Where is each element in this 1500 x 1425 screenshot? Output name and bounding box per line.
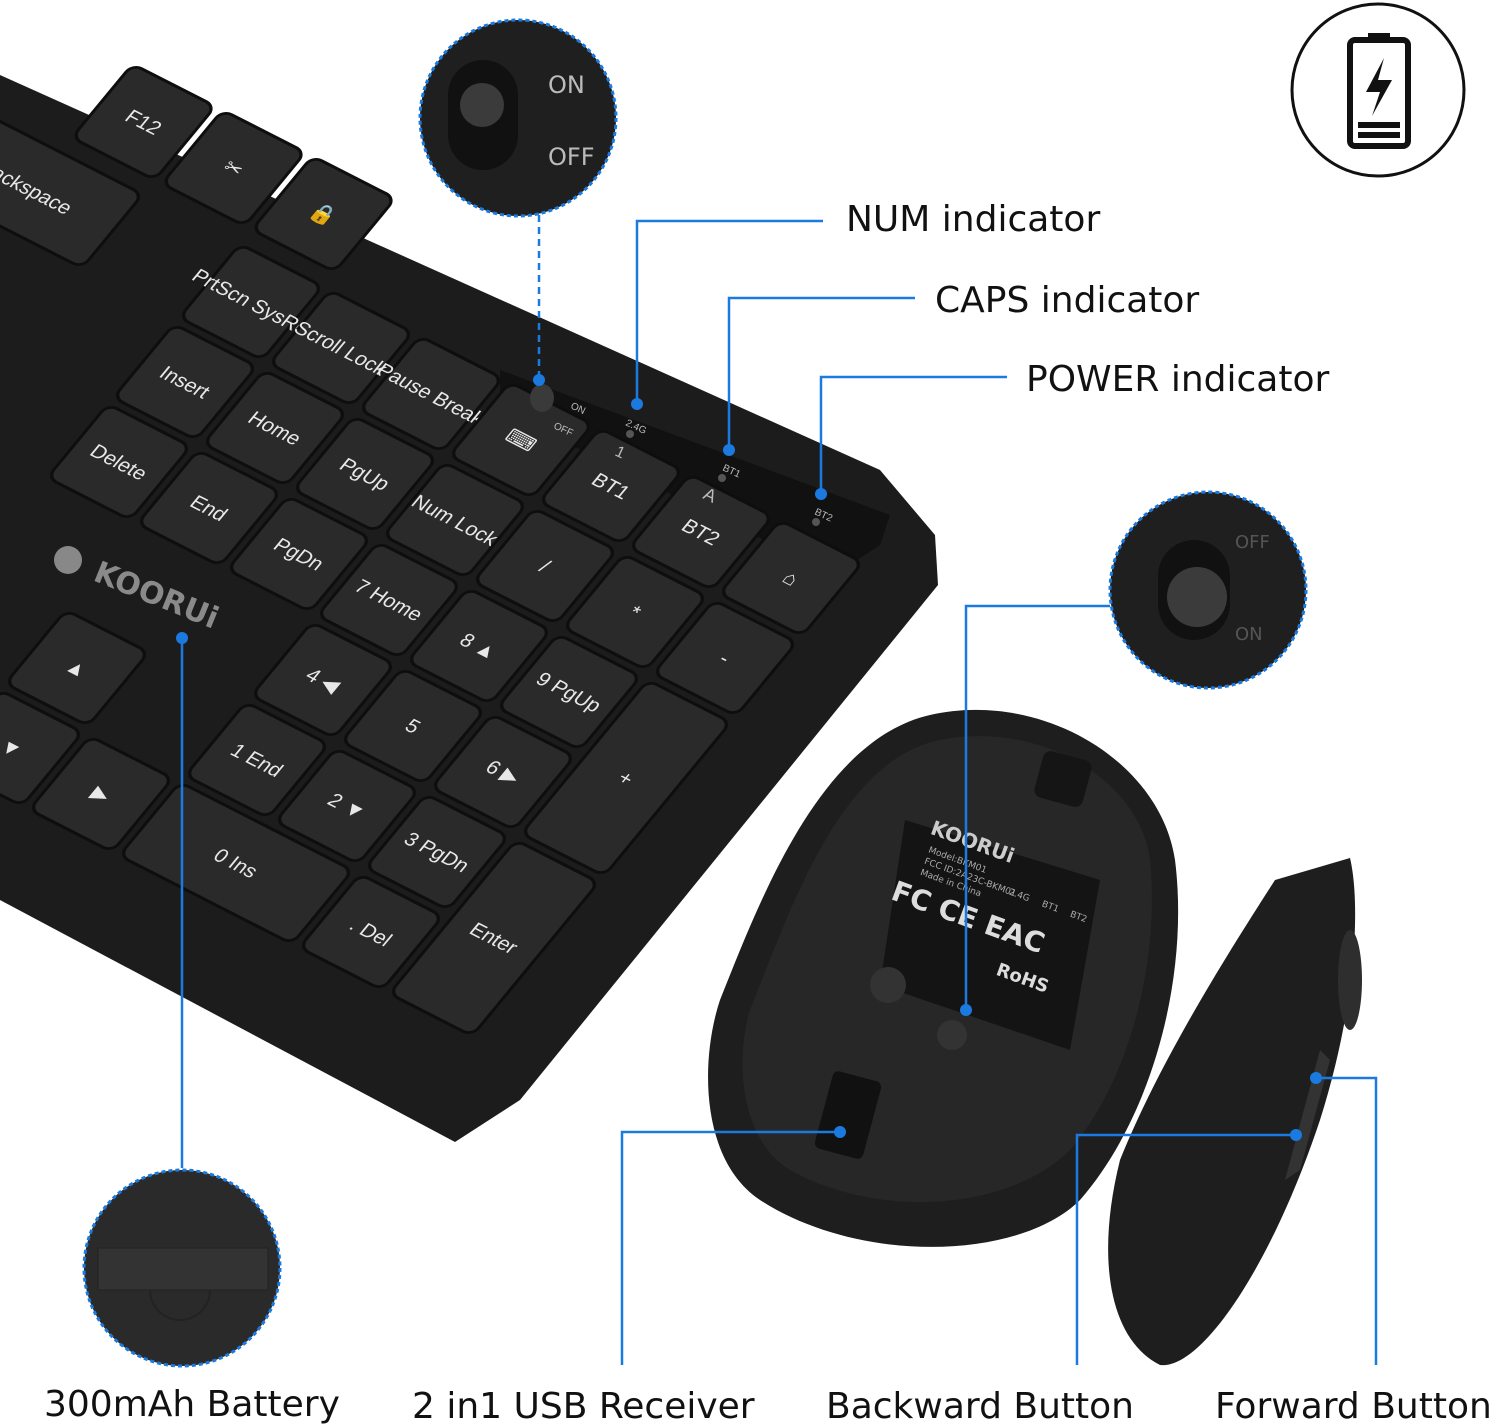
keyboard-key: 7 Home <box>320 544 458 656</box>
key-cap <box>206 372 344 484</box>
indicator-strip <box>500 370 890 575</box>
keyboard-key: Scroll Lock <box>272 292 410 404</box>
battery-charging-icon <box>1290 2 1466 178</box>
battery-label: 300mAh Battery <box>44 1384 340 1425</box>
key-cap <box>410 590 548 702</box>
keyboard-key: 9 PgUp <box>500 636 638 748</box>
keyboard-key: F12 <box>74 66 213 178</box>
key-cap <box>302 876 440 988</box>
keyboard-key: + <box>524 682 728 874</box>
keyboard-key: Pause Break <box>362 338 500 450</box>
key-cap <box>362 338 500 450</box>
mouse-switch-off-label: OFF <box>1235 532 1270 553</box>
key-cap <box>182 246 320 358</box>
keyboard-key: ▼ <box>0 692 80 804</box>
mouse-sensor <box>870 967 906 1003</box>
keyboard-key: 3 PgDn <box>368 796 506 908</box>
forward-button-label: Forward Button <box>1215 1386 1492 1425</box>
keyboard-key: Home <box>206 372 344 484</box>
key-cap <box>368 796 506 908</box>
keyboard-key: PgUp <box>296 418 434 530</box>
callout-dots <box>176 374 1322 1141</box>
key-cap <box>254 158 393 270</box>
keyboard-key: ▶ <box>32 738 170 850</box>
key-cap <box>0 692 80 804</box>
usb-receiver-slot <box>814 1071 882 1159</box>
key-cap <box>278 750 416 862</box>
key-cap <box>32 738 170 850</box>
backward-button-label: Backward Button <box>826 1386 1134 1425</box>
battery-zoom <box>82 1168 282 1368</box>
switch-on-label: ON <box>548 71 585 99</box>
keyboard-key: Delete <box>50 406 188 518</box>
keyboard-key: End <box>140 452 278 564</box>
keyboard-key: Enter <box>392 842 596 1034</box>
keyboard-key: BT2 <box>632 476 770 588</box>
keyboard-key: 🔒 <box>254 158 393 270</box>
mouse-switch-zoom: OFF ON <box>1108 490 1308 690</box>
key-cap <box>50 406 188 518</box>
key-cap <box>0 108 140 266</box>
keyboard-power-switch <box>530 384 554 412</box>
keyboard-key: 5 <box>344 670 482 782</box>
key-cap <box>656 602 794 714</box>
key-cap <box>722 522 860 634</box>
keyboard-key: BT1 <box>542 430 680 542</box>
key-cap <box>542 430 680 542</box>
keyboard-key: Backspace <box>0 108 140 266</box>
key-cap <box>122 784 350 942</box>
keyboard-key: Num Lock <box>386 464 524 576</box>
key-cap <box>272 292 410 404</box>
key-cap <box>386 464 524 576</box>
mouse-power-switch <box>937 1020 967 1050</box>
key-cap <box>566 556 704 668</box>
key-cap <box>188 704 326 816</box>
key-cap <box>164 112 303 224</box>
caps-indicator-label: CAPS indicator <box>935 280 1199 321</box>
keyboard-key: ⌂ <box>722 522 860 634</box>
keyboard-key: 0 Ins <box>122 784 350 942</box>
keyboard-key: 4 ◀ <box>254 624 392 736</box>
key-cap <box>320 544 458 656</box>
key-cap <box>632 476 770 588</box>
mouse-bottom-view: KOORUi Model:BKM01 FCC ID:2A23C-BKM01 Ma… <box>708 709 1179 1247</box>
scroll-wheel <box>1338 930 1362 1030</box>
keyboard-key: ✂ <box>164 112 303 224</box>
key-cap <box>524 682 728 874</box>
key-cap <box>344 670 482 782</box>
power-indicator-label: POWER indicator <box>1026 359 1330 400</box>
key-cap <box>296 418 434 530</box>
key-cap <box>434 716 572 828</box>
key-cap <box>392 842 596 1034</box>
switch-off-label: OFF <box>548 143 595 171</box>
num-indicator-label: NUM indicator <box>846 199 1100 240</box>
key-cap <box>116 326 254 438</box>
keyboard-key: PgDn <box>230 498 368 610</box>
key-cap <box>140 452 278 564</box>
keyboard-key: / <box>476 510 614 622</box>
key-cap <box>476 510 614 622</box>
usb-receiver-label: 2 in1 USB Receiver <box>412 1386 755 1425</box>
keyboard-key: 8 ▲ <box>410 590 548 702</box>
keyboard-key: Insert <box>116 326 254 438</box>
keyboard-key: - <box>656 602 794 714</box>
key-cap <box>74 66 213 178</box>
mouse-switch-on-label: ON <box>1235 624 1263 645</box>
key-cap <box>8 612 146 724</box>
key-cap <box>500 636 638 748</box>
keyboard-key: ▲ <box>8 612 146 724</box>
keyboard-key: 1 End <box>188 704 326 816</box>
keyboard-key: . Del <box>302 876 440 988</box>
keyboard-key: 2 ▼ <box>278 750 416 862</box>
callout-lines <box>180 215 1378 1365</box>
keyboard-key: * <box>566 556 704 668</box>
keyboard-key: 6 ▶ <box>434 716 572 828</box>
keyboard-switch-zoom: ON OFF <box>418 18 618 218</box>
key-cap <box>254 624 392 736</box>
key-cap <box>230 498 368 610</box>
keyboard-key: PrtScn SysRq <box>182 246 320 358</box>
